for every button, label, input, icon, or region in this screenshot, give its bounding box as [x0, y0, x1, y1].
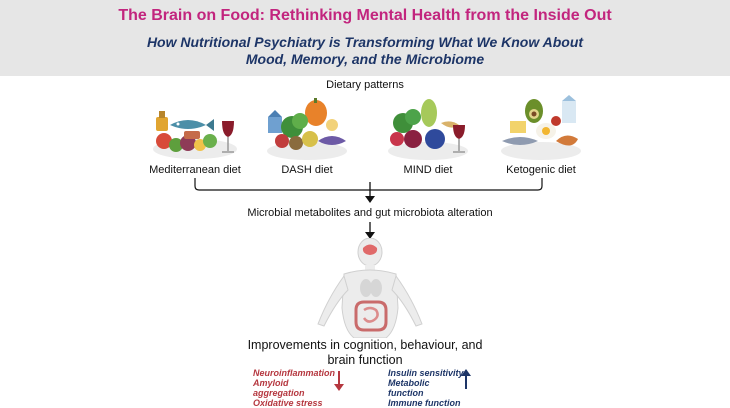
- mechanism-label: Microbial metabolites and gut microbiota…: [247, 207, 493, 219]
- increase-arrow-icon: [461, 368, 471, 390]
- dash-food-illustration: [262, 95, 352, 163]
- page-subtitle: How Nutritional Psychiatry is Transformi…: [0, 34, 730, 68]
- diet-label-dash: DASH diet: [281, 164, 333, 176]
- dietary-patterns-label: Dietary patterns: [326, 79, 404, 91]
- decreased-item: Amyloid aggregation: [253, 378, 305, 398]
- ketogenic-food-illustration: [496, 95, 586, 163]
- header-banner: The Brain on Food: Rethinking Mental Hea…: [0, 0, 730, 76]
- outcome-line-1: Improvements in cognition, behaviour, an…: [247, 338, 483, 352]
- mediterranean-food-illustration: [150, 95, 240, 163]
- increased-item: Insulin sensitivity: [388, 368, 464, 378]
- outcome-text: Improvements in cognition, behaviour, an…: [240, 338, 490, 368]
- diet-bracket: [194, 178, 543, 191]
- page-title: The Brain on Food: Rethinking Mental Hea…: [118, 7, 612, 24]
- increased-item: Metabolic function: [388, 378, 430, 398]
- subtitle-line-2: Mood, Memory, and the Microbiome: [245, 51, 485, 67]
- decreased-effects-list: Neuroinflammation Amyloid aggregation Ox…: [253, 368, 335, 408]
- increased-effects-list: Insulin sensitivity Metabolic function I…: [388, 368, 466, 408]
- decreased-item: Neuroinflammation: [253, 368, 336, 378]
- decrease-arrow-icon: [334, 370, 344, 392]
- diet-label-mind: MIND diet: [403, 164, 453, 176]
- diet-label-ketogenic: Ketogenic diet: [506, 164, 576, 176]
- diet-label-mediterranean: Mediterranean diet: [149, 164, 241, 176]
- human-figure-illustration: [300, 238, 440, 338]
- mind-food-illustration: [383, 95, 473, 163]
- subtitle-line-1: How Nutritional Psychiatry is Transformi…: [146, 34, 584, 50]
- outcome-line-2: brain function: [327, 353, 403, 367]
